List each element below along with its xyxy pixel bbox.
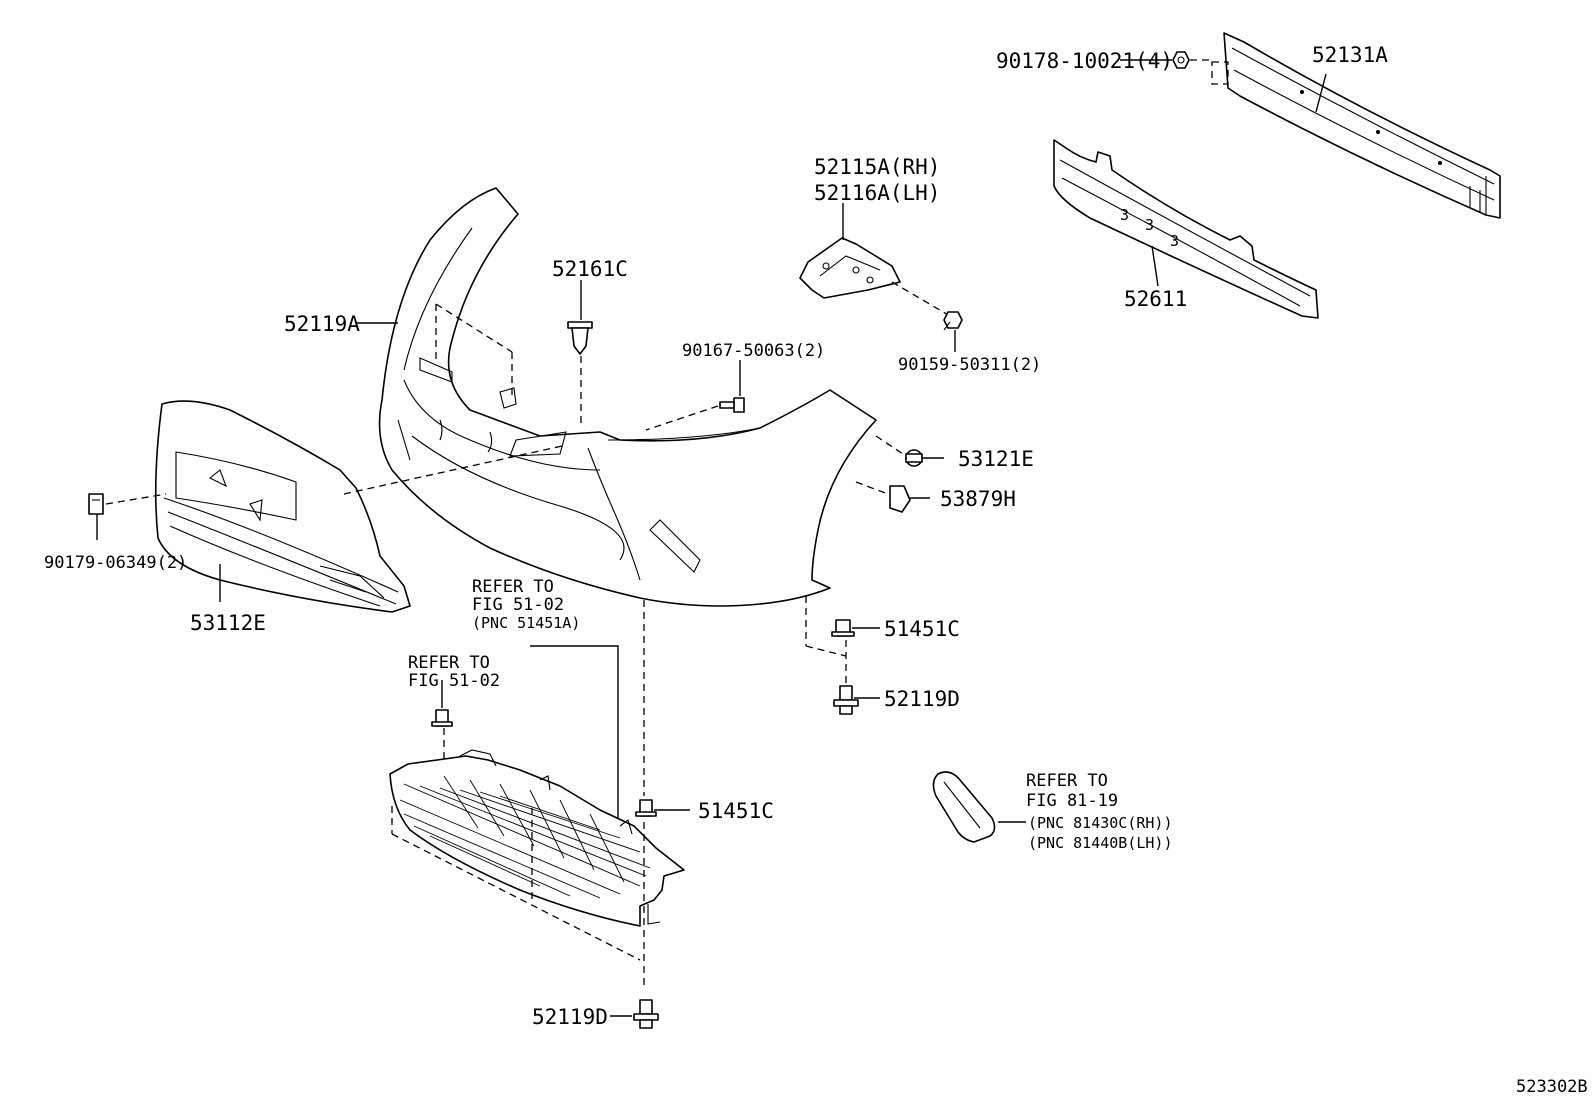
label-52119a: 52119A xyxy=(284,312,360,336)
label-90159-50311: 90159-50311(2) xyxy=(898,355,1041,375)
clip-51451a-icon xyxy=(431,709,453,727)
screw-90159-icon xyxy=(943,311,963,331)
clip-52161c-icon xyxy=(567,321,593,355)
label-52119d-lower: 52119D xyxy=(532,1005,608,1029)
label-52115a: 52115A(RH) xyxy=(814,155,940,179)
label-90178-10021: 90178-10021(4) xyxy=(996,49,1173,73)
label-refer-to-3: REFER TO xyxy=(1026,771,1108,791)
label-52161c: 52161C xyxy=(552,257,628,281)
clip-51451c-upper-icon xyxy=(831,619,855,637)
label-53879h: 53879H xyxy=(940,487,1016,511)
side-reflector-part xyxy=(932,771,996,843)
label-51451c-lower: 51451C xyxy=(698,799,774,823)
label-fig-81-19: FIG 81-19 xyxy=(1026,791,1118,811)
label-pnc-81430c: (PNC 81430C(RH)) xyxy=(1028,814,1173,832)
retainer-53879h-icon xyxy=(889,485,911,513)
bolt-90167-icon xyxy=(719,397,745,413)
engine-under-cover-part xyxy=(389,749,685,927)
label-90167-50063: 90167-50063(2) xyxy=(682,341,825,361)
clip-90179-icon xyxy=(88,493,104,515)
label-pnc-81440b: (PNC 81440B(LH)) xyxy=(1028,834,1173,852)
diagram-id: 523302B xyxy=(1516,1077,1588,1097)
energy-absorber-part: 3 3 3 xyxy=(1053,139,1319,319)
front-bumper-cover-part xyxy=(378,187,877,607)
clip-51451c-lower-icon xyxy=(635,799,657,817)
label-52131a: 52131A xyxy=(1312,43,1388,67)
label-pnc-51451a: (PNC 51451A) xyxy=(472,614,580,632)
label-51451c-upper: 51451C xyxy=(884,617,960,641)
label-fig-51-02-2: FIG 51-02 xyxy=(408,671,500,691)
bolt-52119d-lower-icon xyxy=(633,999,659,1029)
label-52611: 52611 xyxy=(1124,287,1187,311)
label-53112e: 53112E xyxy=(190,611,266,635)
label-52116a: 52116A(LH) xyxy=(814,181,940,205)
bumper-reinforcement-part xyxy=(1211,32,1501,219)
bolt-52119d-upper-icon xyxy=(833,685,859,715)
label-refer-to-1: REFER TO xyxy=(472,577,554,597)
svg-text:3: 3 xyxy=(1170,232,1179,250)
nut-90178-icon xyxy=(1172,51,1190,69)
label-refer-to-2: REFER TO xyxy=(408,653,490,673)
label-fig-51-02-1: FIG 51-02 xyxy=(472,595,564,615)
clip-53121e-icon xyxy=(905,449,923,467)
label-90179-06349: 90179-06349(2) xyxy=(44,553,187,573)
svg-text:3: 3 xyxy=(1120,206,1129,224)
label-53121e: 53121E xyxy=(958,447,1034,471)
label-52119d-upper: 52119D xyxy=(884,687,960,711)
lower-grille-part xyxy=(154,400,411,613)
svg-text:3: 3 xyxy=(1145,216,1154,234)
bumper-side-bracket-part xyxy=(799,237,901,299)
